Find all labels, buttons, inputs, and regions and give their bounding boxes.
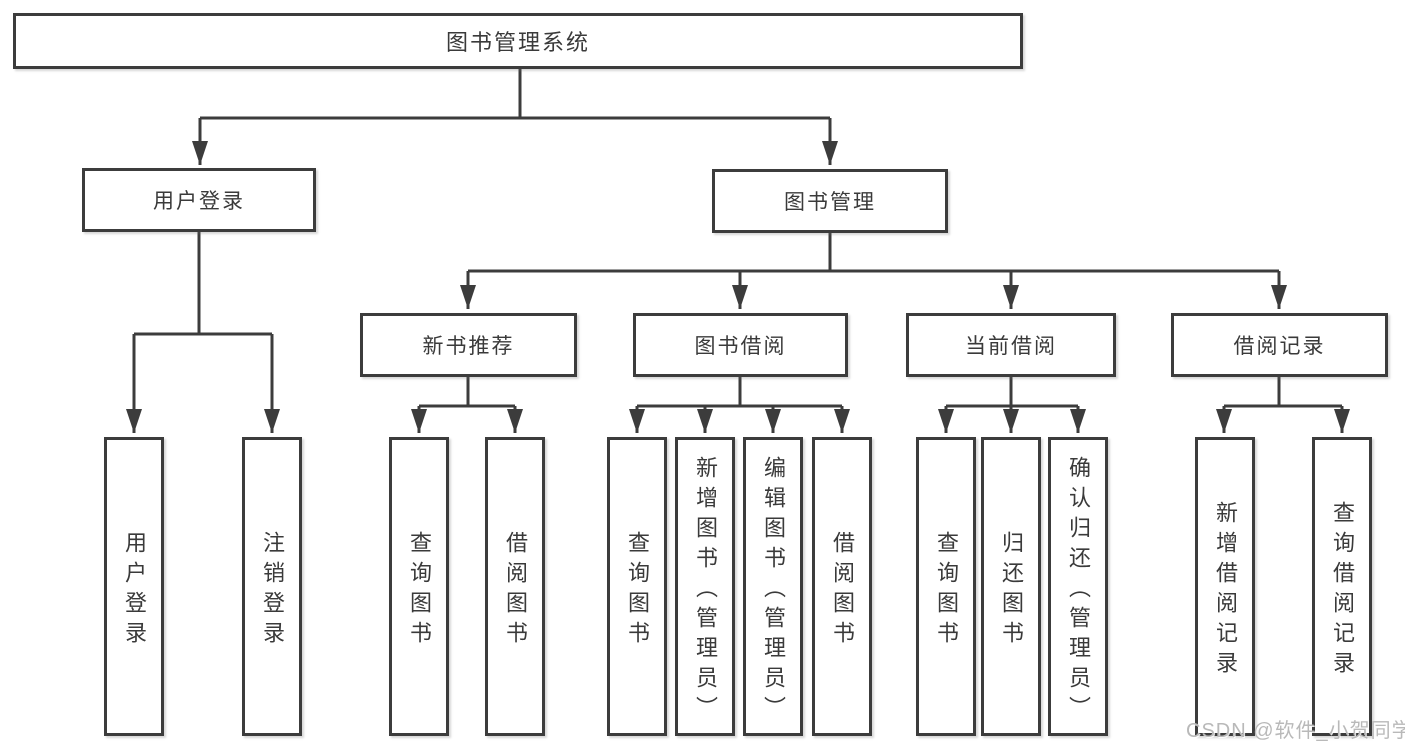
leaf-query-books-recommend: 查询图书 — [389, 437, 449, 736]
leaf-label: 编辑图书（管理员） — [761, 455, 786, 726]
leaf-label: 确认归还（管理员） — [1066, 455, 1091, 726]
leaf-label: 查询借阅记录 — [1330, 500, 1355, 681]
node-label: 图书管理系统 — [445, 30, 590, 55]
node-new-book-recommendation: 新书推荐 — [360, 313, 577, 377]
node-book-borrowing: 图书借阅 — [633, 313, 848, 377]
node-user-login: 用户登录 — [82, 168, 316, 232]
leaf-logout: 注销登录 — [242, 437, 302, 736]
leaf-label: 查询图书 — [934, 530, 959, 651]
leaf-edit-book-admin: 编辑图书（管理员） — [743, 437, 803, 736]
leaf-label: 借阅图书 — [503, 530, 528, 651]
leaf-query-books-borrowing: 查询图书 — [607, 437, 667, 736]
node-borrowing-records: 借阅记录 — [1171, 313, 1388, 377]
node-label: 图书管理 — [784, 191, 876, 214]
leaf-label: 新增借阅记录 — [1213, 500, 1238, 681]
leaf-user-login: 用户登录 — [104, 437, 164, 736]
leaf-label: 查询图书 — [625, 530, 650, 651]
node-label: 借阅记录 — [1233, 335, 1326, 358]
node-book-management: 图书管理 — [712, 169, 948, 233]
leaf-borrow-books-recommend: 借阅图书 — [485, 437, 545, 736]
leaf-add-borrow-record: 新增借阅记录 — [1195, 437, 1255, 736]
csdn-watermark: CSDN @软件_小贺同学 — [1186, 720, 1405, 742]
leaf-label: 查询图书 — [407, 530, 432, 651]
leaf-query-borrow-record: 查询借阅记录 — [1312, 437, 1372, 736]
leaf-return-book: 归还图书 — [981, 437, 1041, 736]
leaf-query-books-current: 查询图书 — [916, 437, 976, 736]
node-library-management-system: 图书管理系统 — [13, 13, 1023, 69]
leaf-label: 归还图书 — [999, 530, 1024, 651]
leaf-borrow-books-borrowing: 借阅图书 — [812, 437, 872, 736]
node-label: 用户登录 — [153, 190, 245, 213]
node-current-borrowing: 当前借阅 — [906, 313, 1116, 377]
leaf-add-book-admin: 新增图书（管理员） — [675, 437, 735, 736]
leaf-label: 用户登录 — [122, 530, 147, 651]
leaf-label: 新增图书（管理员） — [693, 455, 718, 726]
leaf-label: 借阅图书 — [830, 530, 855, 651]
node-label: 图书借阅 — [694, 335, 787, 358]
leaf-confirm-return-admin: 确认归还（管理员） — [1048, 437, 1108, 736]
leaf-label: 注销登录 — [260, 530, 285, 651]
node-label: 新书推荐 — [422, 335, 515, 358]
node-label: 当前借阅 — [965, 335, 1057, 358]
